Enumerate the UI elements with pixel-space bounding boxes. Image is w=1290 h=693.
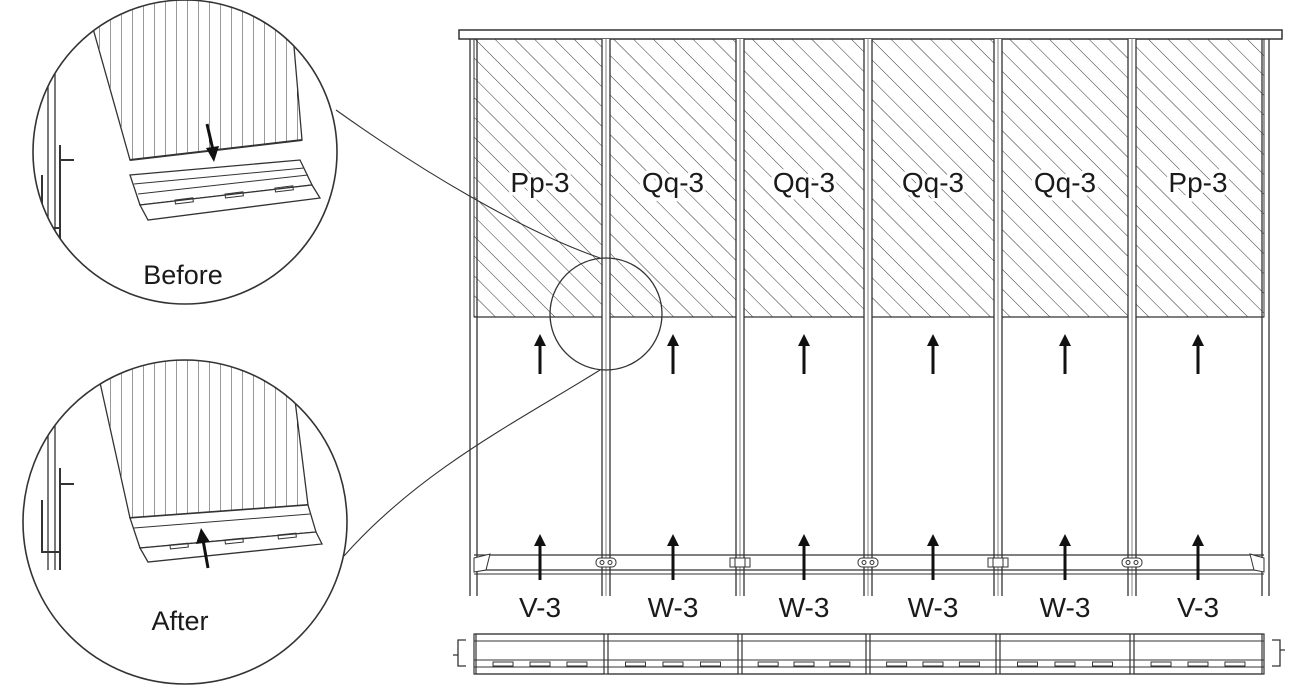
upper-panel-label: Pp-3 (510, 167, 569, 198)
arrow-down-icon (206, 146, 219, 162)
upper-panel-label: Pp-3 (1168, 167, 1227, 198)
lower-panel-label: W-3 (1040, 592, 1091, 623)
rail-connector (729, 557, 751, 568)
after-caption: After (151, 606, 208, 636)
upper-panel-label: Qq-3 (902, 167, 964, 198)
lower-panel-label: V-3 (519, 592, 561, 623)
arrow-up-icon (667, 334, 679, 374)
detail-callout-circle (549, 257, 663, 371)
lower-panel-label: W-3 (648, 592, 699, 623)
arrow-up-icon (798, 534, 810, 580)
arrow-up-icon (1192, 334, 1204, 374)
lower-panel-label: W-3 (779, 592, 830, 623)
rail-connector (595, 557, 617, 568)
post (993, 39, 1003, 596)
rail-connector (1121, 557, 1143, 568)
starter-rail (473, 553, 1265, 575)
leader-line (335, 109, 601, 259)
starter-strip (475, 633, 605, 675)
lower-panel-label: V-3 (1177, 592, 1219, 623)
arrow-up-icon (196, 528, 210, 544)
arrow-up-icon (534, 534, 546, 580)
starter-strip (607, 633, 739, 675)
arrow-up-icon (927, 534, 939, 580)
top-rail (458, 29, 1283, 40)
lower-panel-label: W-3 (908, 592, 959, 623)
post (735, 39, 745, 596)
before-detail: Before (32, 0, 338, 305)
arrow-up-icon (1059, 534, 1071, 580)
rail-connector (987, 557, 1009, 568)
post (1261, 39, 1270, 596)
starter-strip-section (453, 633, 1285, 675)
starter-strip (741, 633, 867, 675)
starter-strip (999, 633, 1131, 675)
end-bracket (453, 639, 466, 667)
leader-line (343, 369, 601, 557)
post (863, 39, 873, 596)
post (469, 39, 478, 596)
after-detail: After (22, 359, 348, 685)
starter-strip (1133, 633, 1263, 675)
post (1127, 39, 1137, 596)
arrow-up-icon (798, 334, 810, 374)
arrow-up-icon (667, 534, 679, 580)
before-caption: Before (143, 260, 223, 290)
arrow-up-icon (534, 334, 546, 374)
arrow-up-icon (927, 334, 939, 374)
arrow-up-icon (1059, 334, 1071, 374)
wall-elevation: Pp-3 Qq-3 Qq-3 Qq-3 Qq-3 Pp-3 V-3 W-3 W-3 W-3 W-3… (453, 29, 1285, 675)
end-bracket (1272, 639, 1285, 667)
arrow-up-icon (1192, 534, 1204, 580)
upper-panel-label: Qq-3 (1034, 167, 1096, 198)
upper-panel-label: Qq-3 (773, 167, 835, 198)
rail-connector (857, 557, 879, 568)
post (601, 39, 611, 596)
starter-strip (869, 633, 997, 675)
upper-panel-label: Qq-3 (642, 167, 704, 198)
